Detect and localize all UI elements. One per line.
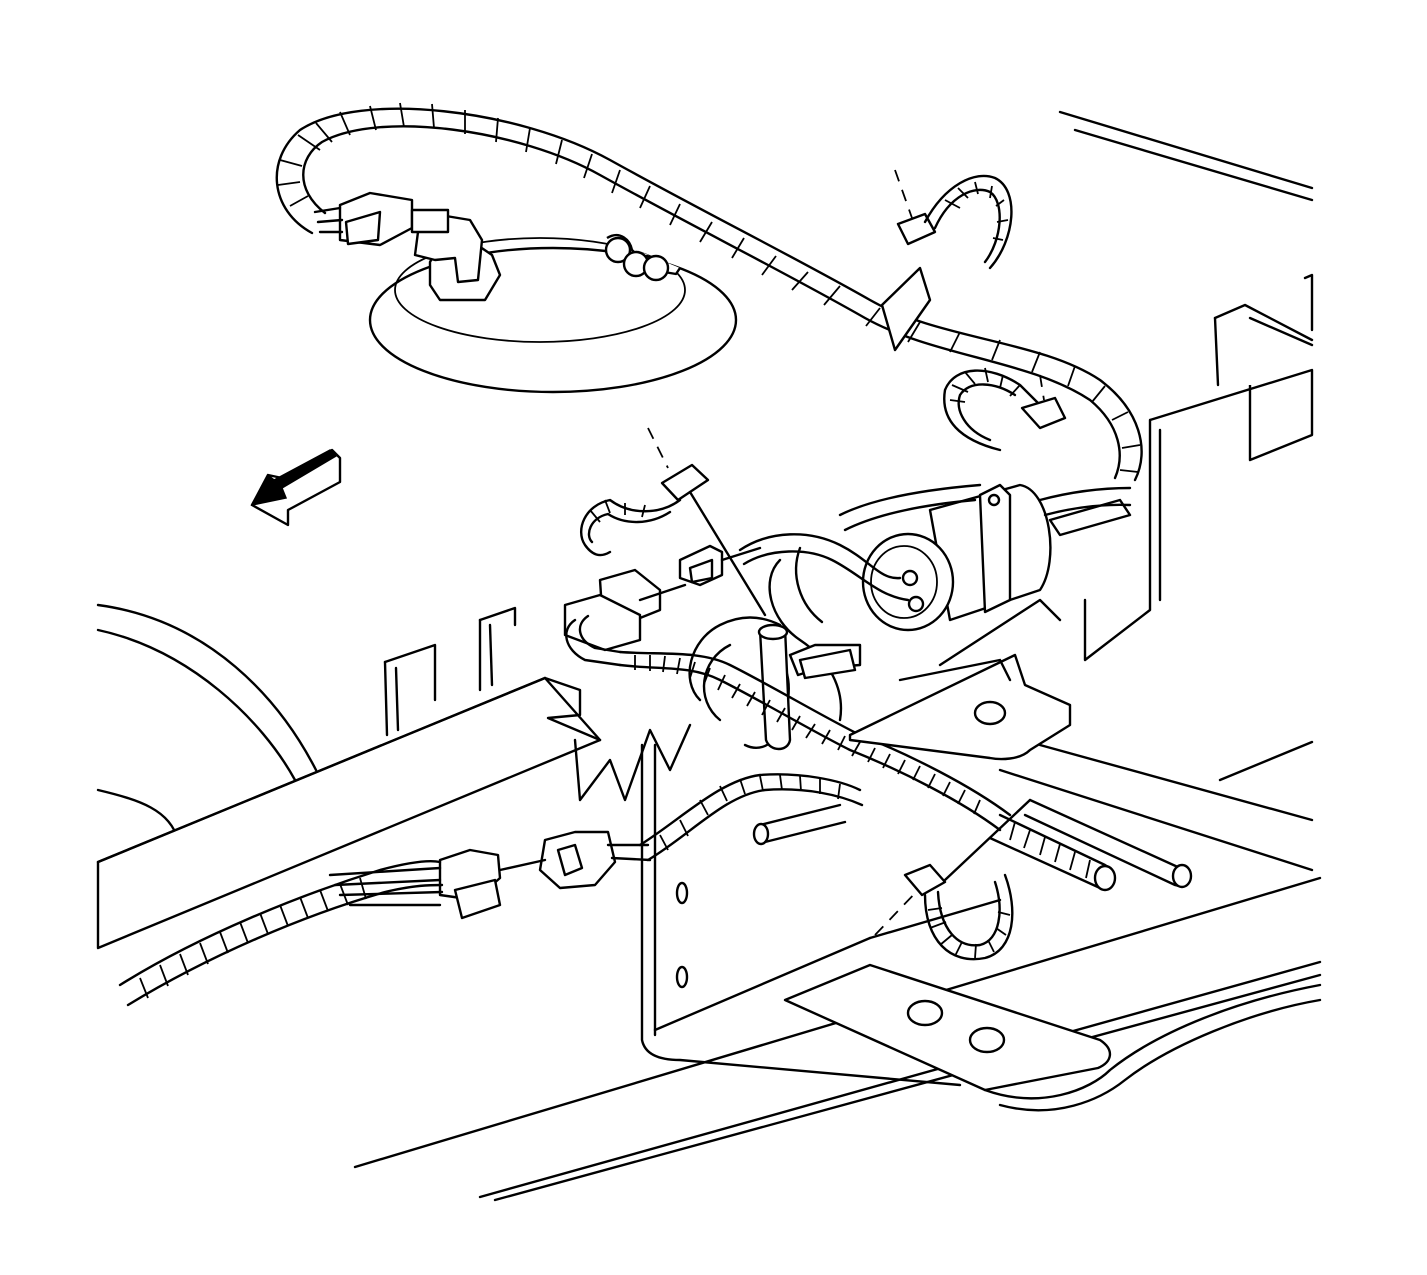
fuel-pump-module-cover	[368, 213, 738, 394]
strap-clip-lower	[874, 798, 1032, 961]
lower-bracket	[653, 881, 1322, 1112]
front-direction-arrow	[250, 448, 342, 527]
hoses	[738, 483, 1132, 602]
crossmember	[1083, 273, 1314, 662]
frame-rail-beam	[96, 676, 602, 950]
upper-connector	[313, 191, 450, 247]
vent-hose	[743, 546, 862, 751]
mounting-bracket	[848, 598, 1072, 761]
solenoid-valve	[861, 483, 1052, 632]
lower-harness	[618, 616, 1193, 892]
frame-uprights	[383, 606, 962, 1087]
strap-clip-middle	[943, 367, 1067, 452]
upper-harness	[275, 102, 1143, 482]
lower-left-harness	[118, 773, 864, 1007]
strap-clip-left	[580, 427, 767, 617]
small-connectors	[563, 544, 762, 667]
strap-clip-upper	[880, 169, 1013, 352]
